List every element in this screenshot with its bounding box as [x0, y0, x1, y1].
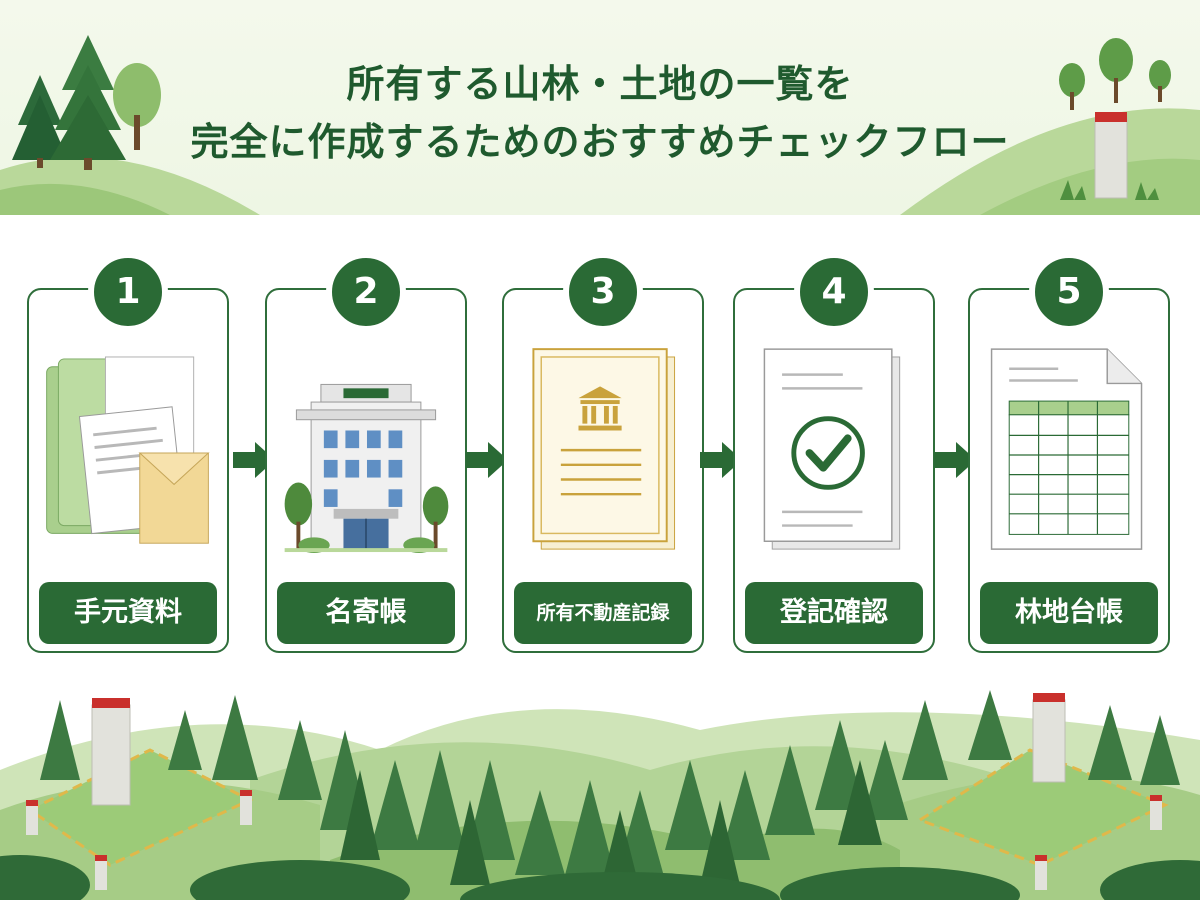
header-band — [0, 0, 1200, 215]
header-left-forest — [0, 35, 260, 215]
step-number-badge: 1 — [88, 252, 168, 332]
page-title: 所有する山林・土地の一覧を 完全に作成するためのおすすめチェックフロー — [0, 55, 1200, 171]
arrow-right-icon — [700, 442, 742, 478]
step-label: 所有不動産記録 — [514, 582, 692, 644]
arrow-right-icon — [233, 442, 275, 478]
step-card-4: 4 登記確認 — [733, 252, 935, 653]
step-card-5: 5 林地台帳 — [968, 252, 1170, 653]
title-line-1: 所有する山林・土地の一覧を — [346, 62, 854, 106]
checkmark-document-icon — [763, 348, 901, 550]
boundary-marker-icon — [1032, 693, 1162, 890]
arrow-right-icon — [466, 442, 508, 478]
step-card-1: 1 手元資料 — [27, 252, 229, 653]
step-label: 登記確認 — [745, 582, 923, 644]
header-right-hill — [900, 38, 1200, 215]
certificate-icon — [532, 348, 676, 550]
documents-folder-icon — [46, 356, 210, 544]
round-tree-icon — [1059, 38, 1171, 110]
spreadsheet-icon — [990, 348, 1143, 550]
round-tree-icon — [113, 63, 161, 150]
government-building-icon — [284, 383, 449, 554]
pine-tree-icon — [12, 75, 68, 168]
title-line-2: 完全に作成するためのおすすめチェックフロー — [190, 120, 1010, 164]
boundary-marker-icon — [26, 698, 252, 890]
pine-tree-icon — [40, 690, 1180, 880]
step-card-3: 3 所有不動産記録 — [502, 252, 704, 653]
step-card-2: 2 名寄帳 — [265, 252, 467, 653]
step-number-badge: 5 — [1029, 252, 1109, 332]
step-number-badge: 2 — [326, 252, 406, 332]
pine-tree-icon — [50, 35, 126, 170]
step-label: 手元資料 — [39, 582, 217, 644]
step-label: 林地台帳 — [980, 582, 1158, 644]
step-label: 名寄帳 — [277, 582, 455, 644]
step-number-badge: 4 — [794, 252, 874, 332]
step-number-badge: 3 — [563, 252, 643, 332]
bank-icon — [578, 386, 622, 431]
forest-landscape-illustration — [0, 690, 1200, 900]
arrow-right-icon — [934, 442, 976, 478]
boundary-marker-icon — [1094, 112, 1128, 199]
